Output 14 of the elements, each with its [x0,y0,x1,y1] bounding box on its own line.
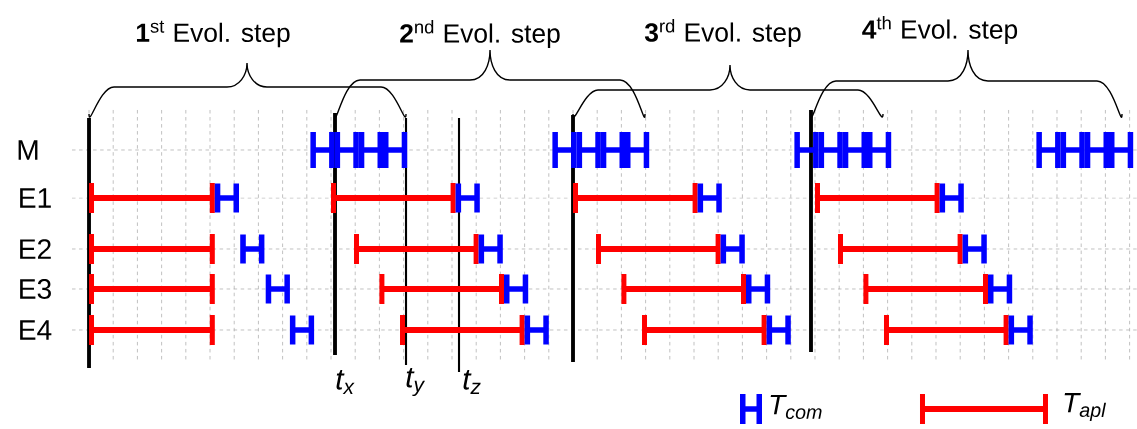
row-label: E3 [20,279,51,299]
row-label: M [18,140,38,160]
time-label: t$_{y}$ [406,367,425,397]
row-label: E2 [20,239,51,259]
time-label: t$_{z}$ [463,370,481,394]
row-label: E4 [20,320,52,340]
time-label: t$_{x}$ [336,370,355,394]
row-label: E1 [20,188,51,208]
legend-label: T$_{apl}$ [1064,393,1106,421]
step-label: 1$^{st}$ Evol. step [137,20,290,48]
step-label: 2$^{nd}$ Evol. step [400,20,560,48]
step-label: 3$^{rd}$ Evol. step [644,19,801,47]
legend-label: T$_{com}$ [770,394,822,420]
step-label: 4$^{th}$ Evol. step [862,16,1018,44]
